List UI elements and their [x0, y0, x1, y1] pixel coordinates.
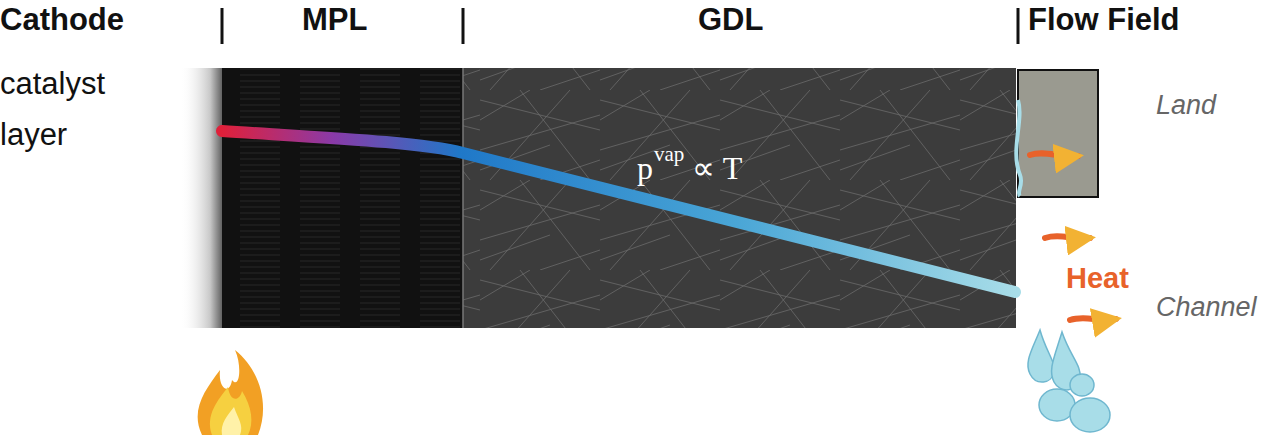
region-heading: MPL [302, 2, 367, 38]
region-heading: catalyst layer [0, 58, 150, 160]
formula-superscript: vap [654, 142, 684, 166]
region-heading: GDL [698, 2, 763, 38]
part-label: Land [1156, 90, 1216, 121]
region-heading: Cathode [0, 2, 124, 38]
formula-relation: ∝ T [692, 150, 742, 187]
part-label: Channel [1156, 292, 1257, 323]
region-heading: Flow Field [1028, 2, 1180, 38]
heat-label: Heat [1066, 262, 1129, 295]
formula-symbol: p [637, 150, 653, 187]
